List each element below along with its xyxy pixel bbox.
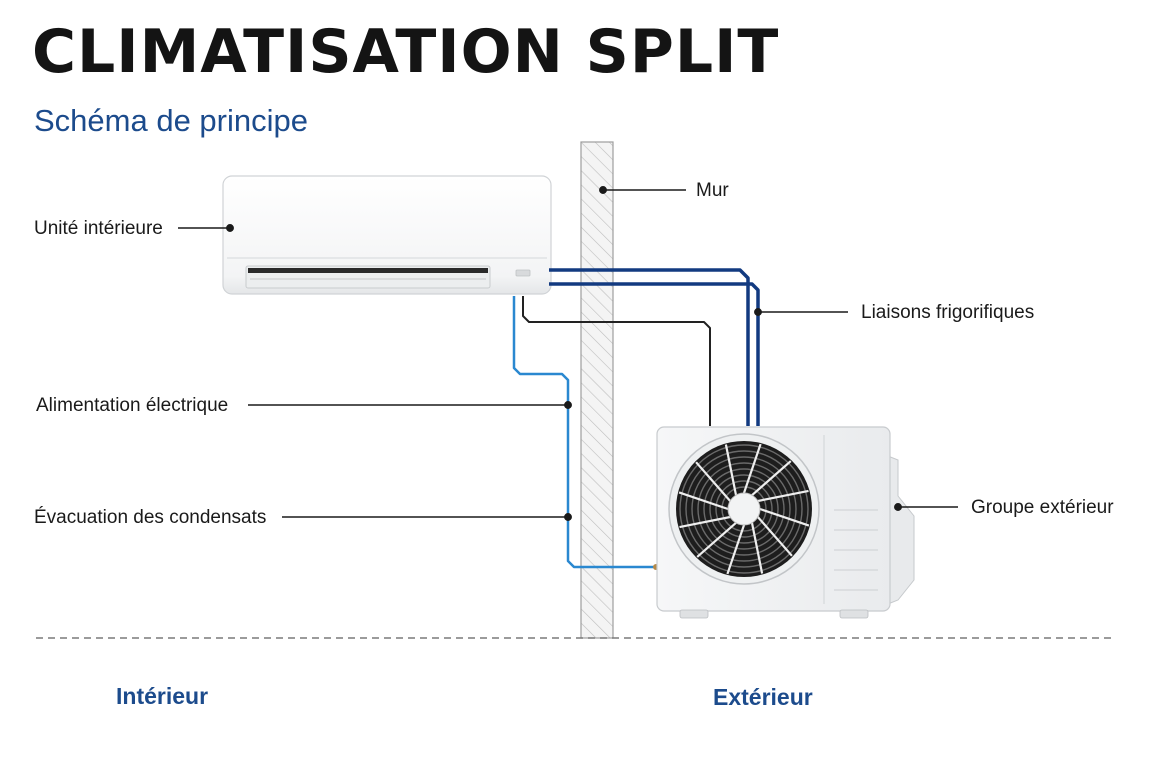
fan-spoke [696, 522, 737, 558]
diagram-title: CLIMATISATION SPLIT [32, 17, 780, 87]
label-indoor-unit: Unité intérieure [34, 218, 163, 239]
leader-lines [178, 186, 958, 521]
fan-spoke [724, 444, 738, 496]
diagram-subtitle: Schéma de principe [34, 103, 308, 138]
power-cable [522, 296, 711, 426]
label-wall: Mur [696, 180, 729, 201]
fan-ring [697, 462, 791, 556]
fan-ring [715, 480, 773, 538]
label-outdoor-unit: Groupe extérieur [971, 497, 1114, 518]
label-refrigerant-lines: Liaisons frigorifiques [861, 302, 1035, 323]
fan-ring [691, 456, 797, 562]
fan-spoke [759, 507, 810, 527]
fan-ring [679, 444, 809, 574]
fan-spoke [751, 460, 792, 496]
fan-ring [721, 486, 767, 532]
fan-spoke [757, 489, 809, 503]
indoor-unit [222, 175, 552, 295]
fan-spoke [750, 522, 764, 574]
refrigerant-lines [549, 268, 760, 426]
fan-ring [703, 468, 785, 550]
condensate-drain [512, 296, 656, 569]
outdoor-unit [656, 426, 915, 619]
fan-spoke [757, 516, 793, 557]
label-power-supply: Alimentation électrique [36, 395, 229, 416]
fan-ring [709, 474, 779, 544]
zone-indoor: Intérieur [116, 683, 209, 709]
fan-spoke [678, 491, 729, 511]
fan-spoke [695, 461, 731, 502]
fan-spoke [726, 524, 746, 575]
fan-ring [685, 450, 803, 568]
zone-outdoor: Extérieur [713, 684, 813, 710]
fan-spoke [679, 515, 731, 529]
label-condensate-drain: Évacuation des condensats [34, 507, 267, 528]
fan-spoke [742, 443, 762, 494]
wall [580, 141, 614, 639]
